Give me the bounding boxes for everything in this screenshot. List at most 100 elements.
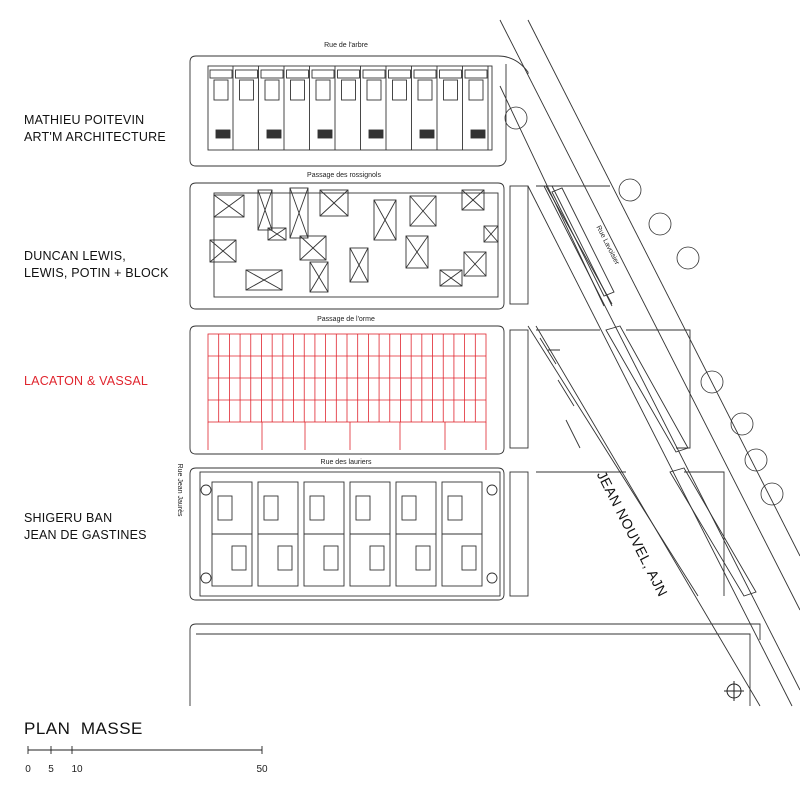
house-room (231, 545, 247, 571)
pavilion (405, 235, 429, 269)
pavilion-cross (209, 239, 237, 263)
north-arrow-icon (724, 681, 744, 701)
pavilion (299, 235, 327, 261)
unit-roof (464, 69, 488, 79)
pavilion-cross (483, 225, 499, 243)
house-room (277, 545, 293, 571)
pavilion (245, 269, 283, 291)
tree-icon (760, 482, 784, 506)
tree-icon (744, 448, 768, 472)
pavilion (213, 194, 245, 218)
tree-icon (618, 178, 642, 202)
pavilion-cross (289, 187, 309, 239)
unit-stair (317, 129, 333, 139)
house-room (355, 495, 371, 521)
unit-roof (337, 69, 360, 79)
house-room (323, 545, 339, 571)
architect-line: JEAN DE GASTINES (24, 528, 147, 542)
unit-roof (439, 69, 462, 79)
block-shigeru-ban (189, 467, 505, 601)
unit-stair (368, 129, 384, 139)
house-room (415, 545, 431, 571)
pavilion-cross (373, 199, 397, 241)
jean-nouvel-label: JEAN NOUVEL, AJN (594, 468, 671, 599)
scale-tick-10: 10 (71, 764, 83, 775)
house-room (369, 545, 385, 571)
unit-room (468, 79, 484, 101)
pavilion-cross (405, 235, 429, 269)
unit-roof (235, 69, 258, 79)
unit-roof (286, 69, 309, 79)
pavilion-cross (245, 269, 283, 291)
architect-line: DUNCAN LEWIS, (24, 249, 126, 263)
tree-icon (676, 246, 700, 270)
pavilion-cross (309, 261, 329, 293)
street-label-passage-orme: Passage de l'orme (317, 316, 375, 323)
pavilion-cross (319, 189, 349, 217)
pavilion-cross (257, 189, 273, 231)
house-room (309, 495, 325, 521)
pavilion (439, 269, 463, 287)
architect-line: ART'M ARCHITECTURE (24, 130, 166, 144)
unit-roof (260, 69, 284, 79)
architect-line: SHIGERU BAN (24, 511, 113, 525)
architect-label-shigeru-ban: SHIGERU BAN JEAN DE GASTINES (24, 510, 147, 544)
unit-roof (413, 69, 437, 79)
scale-tick-0: 0 (25, 764, 31, 775)
tree-icon (200, 484, 212, 496)
street-label-passage-rossignols: Passage des rossignols (307, 172, 381, 179)
pavilion-cross (463, 251, 487, 277)
diagonal-roads (499, 19, 800, 707)
architect-line: LEWIS, POTIN + BLOCK (24, 266, 169, 280)
unit-room (315, 79, 331, 101)
pavilion (319, 189, 349, 217)
street-label-rue-arbre: Rue de l'arbre (324, 42, 368, 49)
block-duncan-lewis (189, 182, 505, 310)
tree-icon (200, 572, 212, 584)
unit-stair (266, 129, 282, 139)
scale-tick-50: 50 (256, 764, 268, 775)
pavilion-cross (349, 247, 369, 283)
unit-roof (362, 69, 386, 79)
architect-label-poitevin: MATHIEU POITEVIN ART'M ARCHITECTURE (24, 112, 166, 146)
pavilion-cross (439, 269, 463, 287)
unit-roof (311, 69, 335, 79)
unit-roof (388, 69, 411, 79)
scale-bar (27, 746, 263, 754)
unit-stair (470, 129, 486, 139)
unit-room (239, 79, 254, 101)
block-mathieu-poitevin (189, 55, 529, 167)
unit-room (443, 79, 458, 101)
unit-room (341, 79, 356, 101)
pavilion (289, 187, 309, 239)
architect-label-lacaton-vassal: LACATON & VASSAL (24, 373, 148, 390)
pavilion (309, 261, 329, 293)
architect-line: LACATON & VASSAL (24, 374, 149, 388)
pavilion (461, 189, 485, 211)
tree-icon (730, 412, 754, 436)
jean-nouvel-strips (509, 185, 626, 597)
unit-room (290, 79, 305, 101)
tree-icon (504, 106, 528, 130)
house-room (401, 495, 417, 521)
pavilion (209, 239, 237, 263)
tree-icon (700, 370, 724, 394)
pavilion (267, 227, 287, 241)
unit-room (264, 79, 280, 101)
architect-line: MATHIEU POITEVIN (24, 113, 145, 127)
street-label-rue-lauriers: Rue des lauriers (321, 459, 372, 466)
house-room (461, 545, 477, 571)
house-room (263, 495, 279, 521)
pavilion (349, 247, 369, 283)
tree-icon (486, 484, 498, 496)
pavilion-cross (299, 235, 327, 261)
tree-row (504, 106, 784, 506)
pavilion (483, 225, 499, 243)
plan-title: PLAN MASSE (24, 719, 143, 738)
tree-icon (486, 572, 498, 584)
pavilion-cross (409, 195, 437, 227)
pavilion-cross (461, 189, 485, 211)
architect-label-lewis: DUNCAN LEWIS, LEWIS, POTIN + BLOCK (24, 248, 169, 282)
unit-room (392, 79, 407, 101)
